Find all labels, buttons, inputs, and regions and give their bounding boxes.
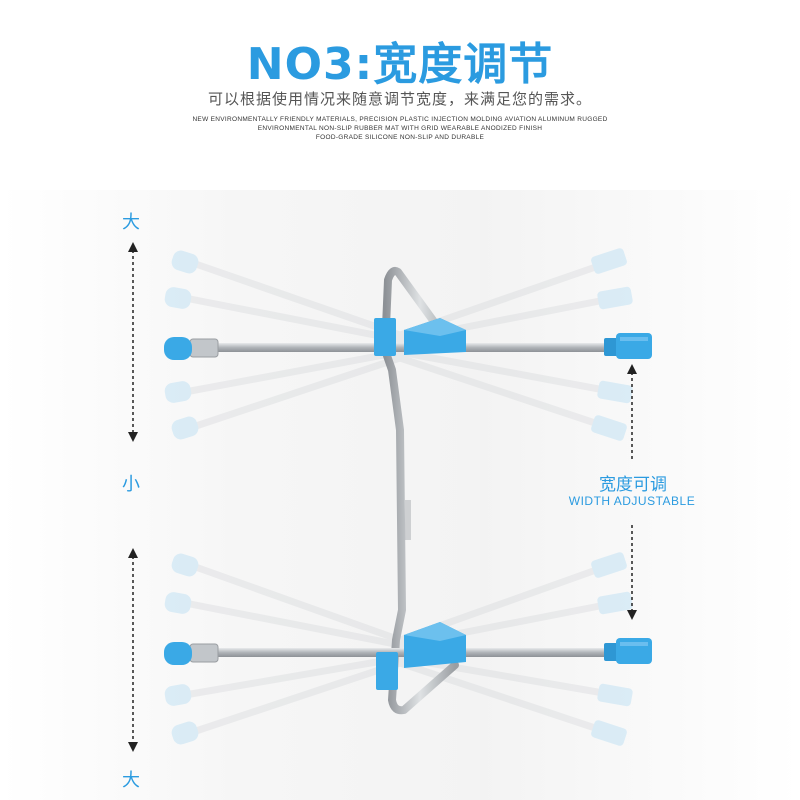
page-subtitle: 可以根据使用情况来随意调节宽度，来满足您的需求。 bbox=[207, 90, 592, 108]
arrowhead-up bbox=[128, 242, 138, 252]
frame-highlight bbox=[405, 500, 411, 540]
top-clamp bbox=[374, 318, 466, 356]
description-line-1: NEW ENVIRONMENTALLY FRIENDLY MATERIALS, … bbox=[192, 116, 608, 123]
page-title: NO3:宽度调节 bbox=[246, 39, 554, 90]
arrowhead-down bbox=[128, 742, 138, 752]
description-line-2: ENVIRONMENTAL NON-SLIP RUBBER MAT WITH G… bbox=[257, 125, 543, 132]
width-adjustable-cn: 宽度可调 bbox=[599, 475, 667, 495]
label-large-bottom: 大 bbox=[122, 770, 140, 791]
arrowhead-up bbox=[128, 548, 138, 558]
bottom-clamp bbox=[376, 622, 466, 690]
arrowhead-up bbox=[627, 364, 637, 374]
label-large-top: 大 bbox=[122, 212, 140, 233]
label-small: 小 bbox=[122, 474, 140, 495]
frame-wire bbox=[381, 267, 459, 715]
description-line-3: FOOD-GRADE SILICONE NON-SLIP AND DURABLE bbox=[315, 134, 485, 141]
bottom-arm bbox=[164, 638, 652, 665]
arrowhead-down bbox=[627, 610, 637, 620]
width-adjustable-en: WIDTH ADJUSTABLE bbox=[568, 494, 696, 508]
arrowhead-down bbox=[128, 432, 138, 442]
ghost-arms-bottom bbox=[164, 552, 633, 746]
